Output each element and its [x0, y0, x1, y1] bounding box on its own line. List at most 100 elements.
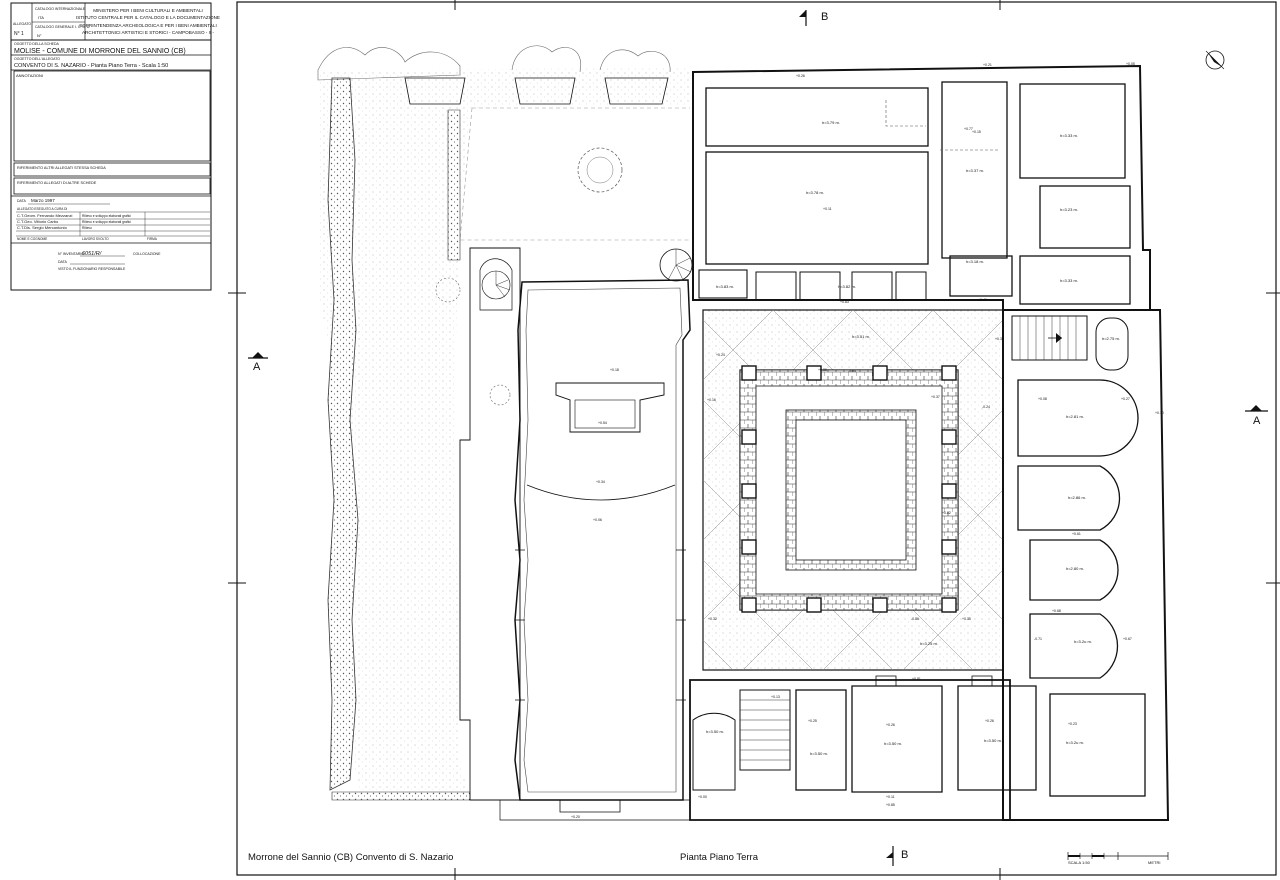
- rif-altre-label: RIFERIMENTO ALLEGATI DI ALTRE SCHEDE: [17, 181, 97, 185]
- rif-stessa-label: RIFERIMENTO ALTRI ALLEGATI STESSA SCHEDA: [17, 166, 106, 170]
- room-height-label: h=3.50 m.: [810, 751, 828, 756]
- level-label: +0.37: [931, 395, 940, 399]
- level-label: +0.82: [942, 511, 951, 515]
- ministry-line-2: ISTITUTO CENTRALE PER IL CATALOGO E LA D…: [76, 15, 220, 20]
- catalog-int-label: CATALOGO INTERNAZIONALE: [35, 7, 86, 11]
- church-nave: [499, 279, 691, 821]
- level-label: -0.84: [848, 369, 856, 373]
- author-2-role: Rilievo e sviluppo elaborati grafici: [82, 220, 131, 224]
- level-label: -0.86: [911, 617, 919, 621]
- room-height-label: h=3.78 m.: [806, 190, 824, 195]
- room-height-label: h=3.37 m.: [966, 168, 984, 173]
- level-label: +0.13: [771, 695, 780, 699]
- section-b-label: B: [821, 11, 828, 23]
- room-height-label: h=3.51 m.: [852, 334, 870, 339]
- catalog-gen-value: N°: [37, 33, 42, 38]
- visto-label: VISTO IL FUNZIONARIO RESPONSABILE: [58, 267, 126, 271]
- level-label: +0.18: [610, 368, 619, 372]
- scale-unit: METRI: [1148, 860, 1160, 865]
- lavoro-label: LAVORO SVOLTO: [82, 237, 109, 241]
- section-marker-a-right: A: [1245, 405, 1268, 427]
- eseguito-label: ALLEGATO ESEGUITO A CURA DI: [17, 207, 67, 211]
- level-label: +0.26: [985, 719, 994, 723]
- ministry-line-1: MINISTERO PER I BENI CULTURALI E AMBIENT…: [93, 8, 203, 13]
- level-label: +0.26: [796, 74, 805, 78]
- footer-left-title: Morrone del Sannio (CB) Convento di S. N…: [248, 852, 453, 863]
- level-label: +0.68: [1052, 609, 1061, 613]
- level-label: +0.11: [823, 207, 832, 211]
- level-labels: +0.26 +0.11 +0.21 +0.05 +0.15 +0.83 +0.3…: [571, 62, 1164, 819]
- author-3-name: C.T.Dis. Sergio Mercantonio: [17, 225, 68, 230]
- level-label: +0.61: [1072, 532, 1081, 536]
- collocazione-label: COLLOCAZIONE: [133, 252, 161, 256]
- level-label: +0.67: [1123, 637, 1132, 641]
- room-height-label: h=2.81 m.: [1066, 414, 1084, 419]
- level-label: +0.26: [886, 723, 895, 727]
- level-label: +0.34: [596, 480, 605, 484]
- section-a-label: A: [1253, 415, 1261, 427]
- inventario-value: 6051/R/: [82, 251, 102, 257]
- level-label: +0.20: [571, 815, 580, 819]
- room-height-label: h=3.83 m.: [716, 284, 734, 289]
- level-label: +0.06: [593, 518, 602, 522]
- level-label: +0.39: [818, 368, 827, 372]
- scheda-label: OGGETTO DELLA SCHEDA: [14, 42, 60, 46]
- north-wing: [692, 64, 1151, 311]
- firma-label: FIRMA: [147, 237, 158, 241]
- room-height-label: h=2.80 m.: [1066, 566, 1084, 571]
- north-arrow-icon: [1205, 50, 1225, 70]
- allegato-label: ALLEGATO: [13, 22, 31, 26]
- ministry-line-3: SOPRINTENDENZA ARCHEOLOGICA E PER I BENI…: [79, 23, 217, 28]
- room-height-label: h=3.2u m.: [1066, 740, 1084, 745]
- room-height-label: h=3.18 m.: [966, 259, 984, 264]
- data-value: Marzo 1997: [31, 198, 55, 203]
- room-height-label: h=3.79 m.: [822, 120, 840, 125]
- level-label: +0.35: [962, 617, 971, 621]
- nome-label: NOME E COGNOME: [17, 237, 47, 241]
- level-label: +0.81: [912, 677, 921, 681]
- room-height-label: h=3.25 m.: [920, 641, 938, 646]
- room-height-label: h=3.50 m.: [706, 729, 724, 734]
- data2-label: DATA: [58, 260, 67, 264]
- level-label: +0.21: [983, 63, 992, 67]
- room-height-label: h=2.75 m.: [1102, 336, 1120, 341]
- drawing-footer: Morrone del Sannio (CB) Convento di S. N…: [248, 852, 1169, 865]
- data-label: DATA: [17, 199, 26, 203]
- allegato-obj-label: OGGETTO DELL'ALLEGATO: [14, 57, 60, 61]
- level-label: +0.16: [707, 398, 716, 402]
- room-height-label: h=3.33 m.: [1060, 133, 1078, 138]
- allegato-value: N° 1: [14, 31, 24, 37]
- cloister: [702, 309, 1004, 671]
- catalog-gen-label: CATALOGO GENERALE I. C. C. D.: [35, 25, 90, 29]
- catalog-card: CATALOGO INTERNAZIONALE ITA ALLEGATO N° …: [10, 2, 220, 291]
- catalog-int-value: ITA: [38, 15, 44, 20]
- level-label: +0.05: [1126, 62, 1135, 66]
- level-label: +0.77: [964, 127, 973, 131]
- room-height-label: h=3.50 m.: [884, 741, 902, 746]
- level-label: +0.10: [1155, 411, 1164, 415]
- level-label: +0.25: [808, 719, 817, 723]
- room-height-label: h=3.50 m.: [984, 738, 1002, 743]
- section-marker-b-bottom: B: [886, 846, 908, 866]
- garden-area: [317, 45, 690, 801]
- scale-label: SCALA 1:50: [1068, 860, 1091, 865]
- section-marker-a-left: A: [248, 352, 268, 373]
- room-height-label: h=2.86 m.: [1068, 495, 1086, 500]
- author-2-name: C.T.Geo. Vittorio Carbo: [17, 219, 59, 224]
- footer-center-title: Pianta Piano Terra: [680, 852, 759, 863]
- author-1-role: Rilievo e sviluppo elaborati grafici: [82, 214, 131, 218]
- section-a-label: A: [253, 361, 261, 373]
- level-label: +0.85: [886, 803, 895, 807]
- author-1-name: C.T.Geom. Fernando Mezzanzi: [17, 213, 72, 218]
- level-label: +0.15: [972, 130, 981, 134]
- level-label: +0.24: [716, 353, 725, 357]
- author-3-role: Rilievo: [82, 226, 92, 230]
- spiral-stair: [659, 248, 693, 282]
- room-height-label: h=3.2u m.: [1074, 639, 1092, 644]
- frame-ticks: [228, 0, 1280, 880]
- level-label: +0.32: [708, 617, 717, 621]
- ministry-line-4: ARCHITETTONICI ARTISTICI E STORICI - CAM…: [82, 30, 214, 35]
- scale-bar: SCALA 1:50 METRI: [1067, 852, 1169, 865]
- level-label: -0.71: [1034, 637, 1042, 641]
